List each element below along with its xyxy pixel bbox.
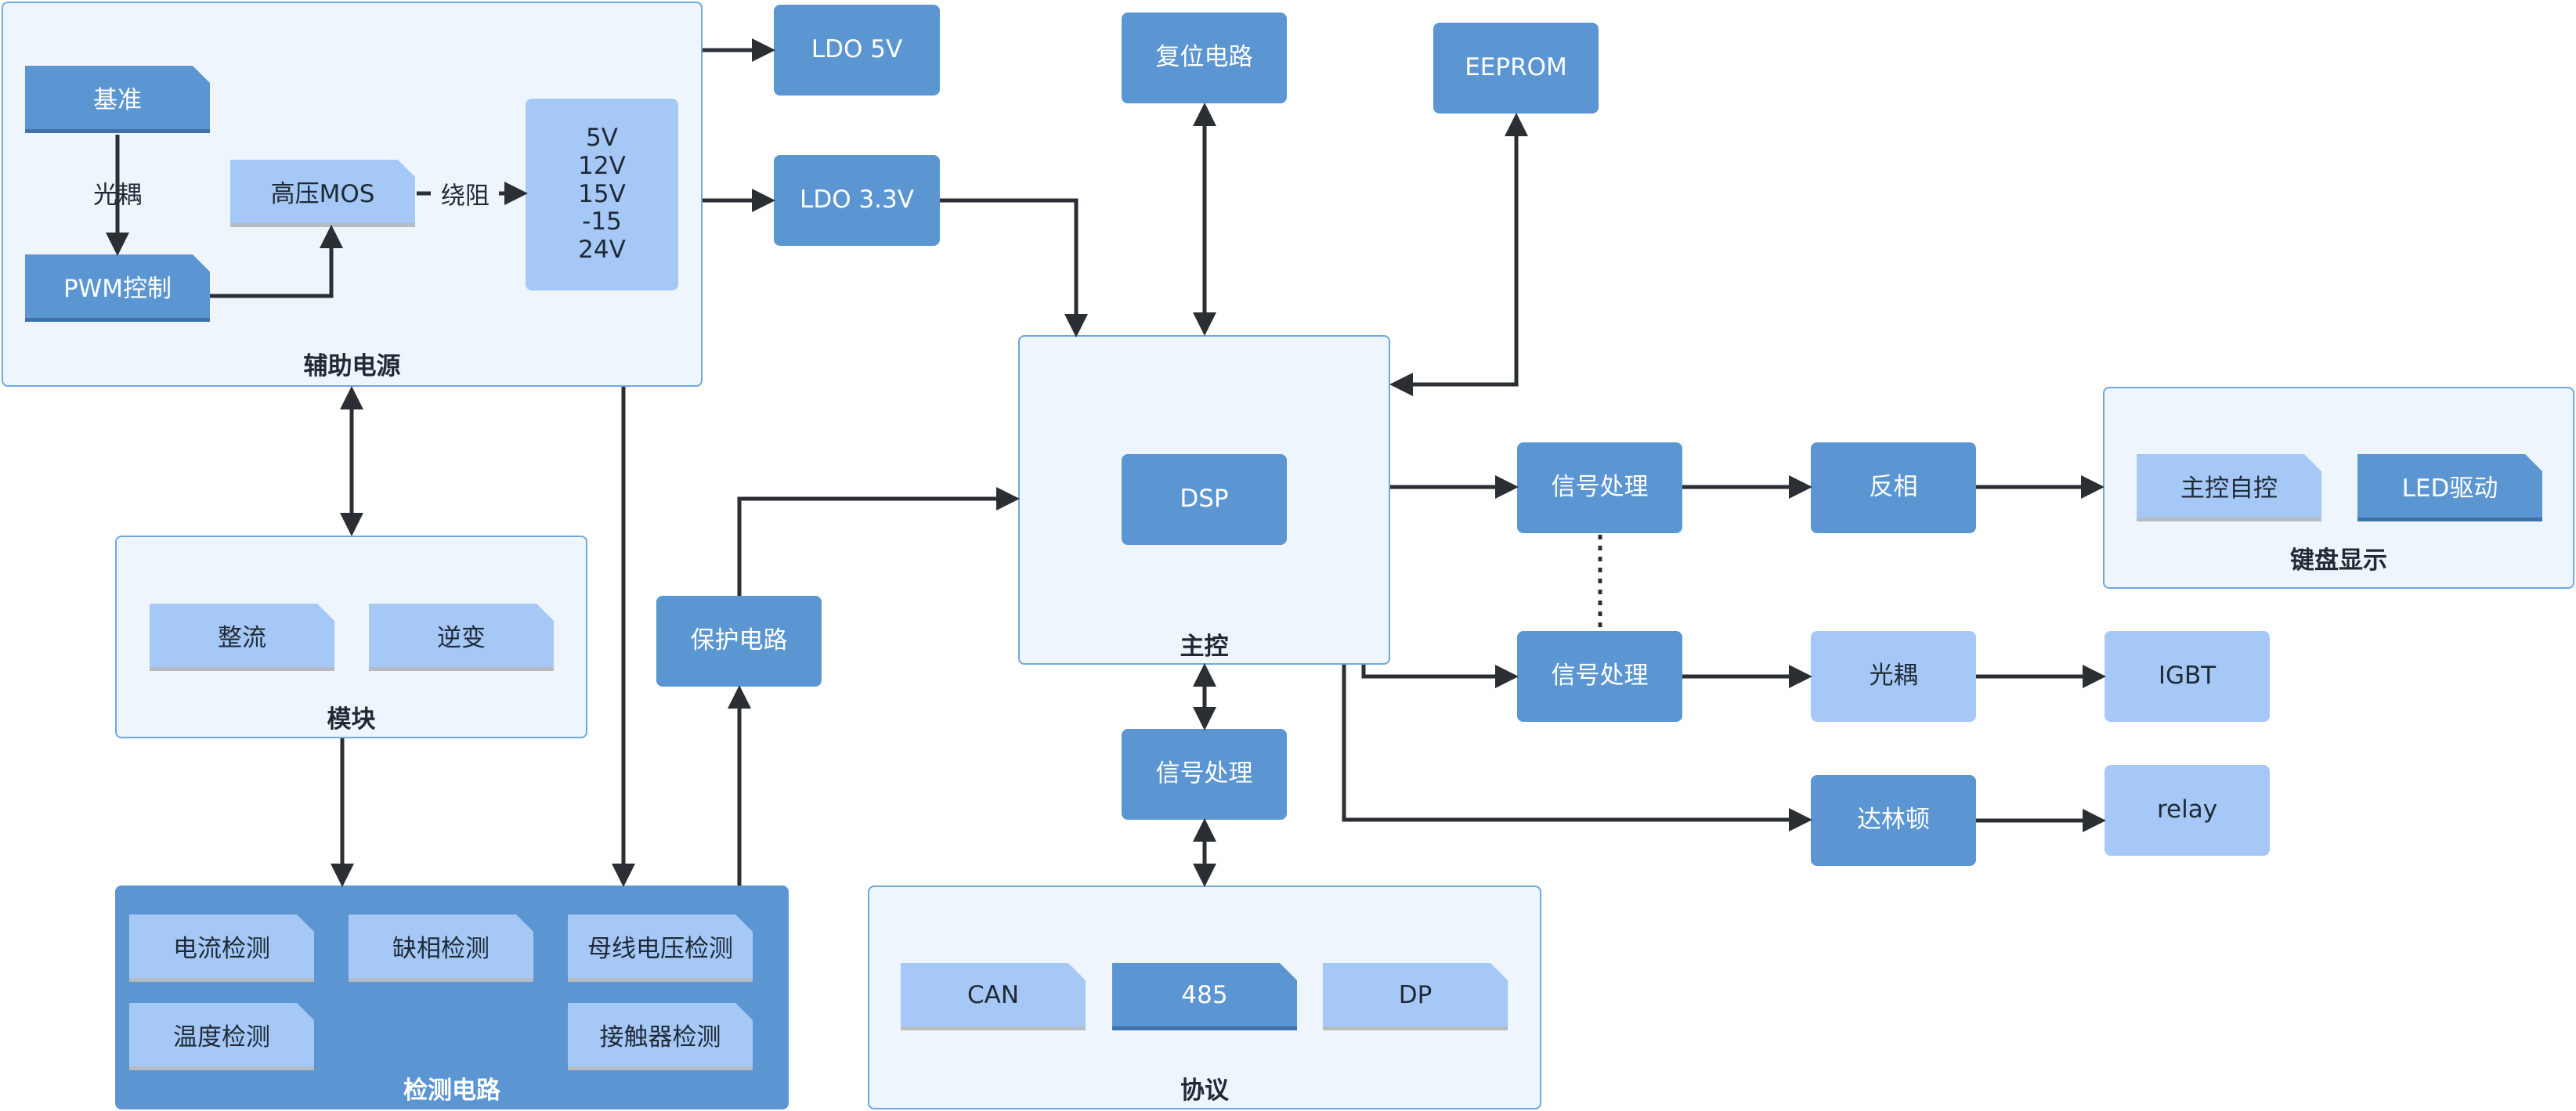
- main-to-signal2-line: [1361, 665, 1519, 688]
- pwm-to-mos-line: [210, 225, 343, 298]
- dp-block[interactable]: DP: [1323, 963, 1508, 1030]
- ldo33-to-main-line: [940, 198, 1088, 337]
- temperature-detection-block[interactable]: 温度检测: [129, 1003, 314, 1070]
- current-detection-block[interactable]: 电流检测: [129, 914, 314, 982]
- signal-processing-block-3[interactable]: 信号处理: [1122, 729, 1287, 820]
- reference-block[interactable]: 基准: [25, 66, 210, 133]
- voltage-outputs-block[interactable]: 5V 12V 15V -15 24V: [526, 99, 678, 290]
- led-drive-block[interactable]: LED驱动: [2357, 454, 2542, 521]
- optocoupler-block[interactable]: 光耦: [1811, 631, 1976, 722]
- bus-voltage-detection-block[interactable]: 母线电压检测: [568, 914, 753, 982]
- detection-label: 检测电路: [403, 1077, 500, 1105]
- aux-power-label: 辅助电源: [303, 352, 401, 381]
- rectifier-block[interactable]: 整流: [150, 604, 334, 671]
- igbt-block[interactable]: IGBT: [2105, 631, 2270, 722]
- keyboard-display-label: 键盘显示: [2290, 546, 2387, 575]
- can-block[interactable]: CAN: [901, 963, 1086, 1030]
- protection-circuit-block[interactable]: 保护电路: [656, 596, 822, 687]
- darlington-block[interactable]: 达林顿: [1811, 775, 1976, 866]
- ldo-3v3-block[interactable]: LDO 3.3V: [774, 155, 940, 246]
- main-control-label: 主控: [1180, 633, 1229, 661]
- winding-edge-label: 绕阻: [438, 174, 493, 213]
- phase-loss-detection-block[interactable]: 缺相检测: [349, 914, 533, 982]
- self-control-block[interactable]: 主控自控: [2137, 454, 2321, 521]
- signal-processing-block-1[interactable]: 信号处理: [1517, 442, 1682, 533]
- main-to-darlington-line: [1342, 665, 1812, 831]
- hv-mos-block[interactable]: 高压MOS: [230, 160, 415, 227]
- protection-to-main-line: [737, 487, 1020, 596]
- rs485-block[interactable]: 485: [1112, 963, 1297, 1030]
- inverter-block[interactable]: 逆变: [369, 604, 554, 671]
- eeprom-block[interactable]: EEPROM: [1433, 23, 1599, 114]
- ldo-5v-block[interactable]: LDO 5V: [774, 5, 940, 96]
- protocol-label: 协议: [1180, 1077, 1229, 1105]
- reset-circuit-block[interactable]: 复位电路: [1122, 13, 1287, 103]
- inverting-block[interactable]: 反相: [1811, 442, 1976, 533]
- relay-block[interactable]: relay: [2105, 765, 2270, 856]
- module-label: 模块: [327, 705, 376, 734]
- contactor-detection-block[interactable]: 接触器检测: [568, 1003, 753, 1070]
- pwm-control-block[interactable]: PWM控制: [25, 254, 210, 322]
- signal-processing-block-2[interactable]: 信号处理: [1517, 631, 1682, 722]
- eeprom-main-line: [1389, 113, 1528, 396]
- dsp-block[interactable]: DSP: [1122, 454, 1287, 545]
